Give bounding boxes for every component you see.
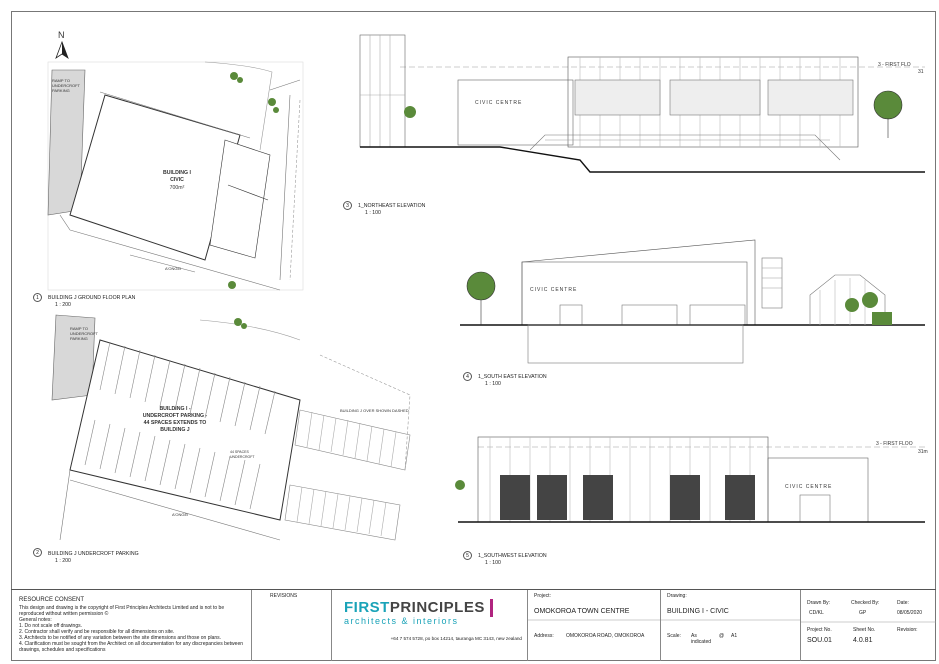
drawing-name: BUILDING I - CIVIC (667, 608, 729, 615)
level-label-ne: 3 - FIRST FLO (878, 62, 911, 68)
consent-cell: RESOURCE CONSENT This design and drawing… (11, 590, 251, 661)
scale-value: As indicated (691, 633, 712, 645)
logo-first: FIRST (344, 599, 390, 616)
date-value: 08/05/2020 (897, 610, 923, 616)
project-cell: Project: OMOKOROA TOWN CENTRE Address: O… (527, 590, 660, 661)
plan2-overshown-label: BUILDING J OVER SHOWN DASHED (340, 408, 409, 413)
view-1-title: BUILDING J GROUND FLOOR PLAN (48, 295, 136, 301)
view-5-title: 1_SOUTHWEST ELEVATION (478, 553, 547, 559)
titleblock-grid (527, 619, 936, 623)
plan2-ramp-label: RAMP TO UNDERCROFT PARKING (70, 326, 98, 341)
view-3-title: 1_NORTHEAST ELEVATION (358, 203, 426, 209)
plan2-line2: UNDERCROFT PARKING - (142, 413, 208, 419)
elevation-southwest (455, 436, 925, 523)
elevation-southeast (460, 239, 925, 364)
size-value: A1 (731, 633, 738, 639)
view-4-title: 1_SOUTH EAST ELEVATION (478, 374, 547, 380)
checked-by-label: Checked By: (851, 600, 880, 606)
drawing-cell: Drawing: BUILDING I - CIVIC Scale: As in… (660, 590, 800, 661)
level-value-ne: 31 (918, 69, 924, 75)
project-name: OMOKOROA TOWN CENTRE (534, 608, 630, 615)
plan-ground-floor (47, 61, 304, 291)
sign-northeast: CIVIC CENTRE (475, 100, 523, 106)
contact-text: +64 7 574 5728, po box 14214, tauranga M… (390, 636, 522, 641)
plan2-road-label: A'ONGEI (172, 512, 189, 517)
level-label-sw: 3 - FIRST FLOO (876, 441, 913, 447)
scale-label: Scale: (667, 633, 681, 639)
plan-undercroft (51, 314, 411, 541)
view-2-title: BUILDING J UNDERCROFT PARKING (48, 551, 139, 557)
revisions-cell: REVISIONS (251, 590, 331, 661)
drawing-sheet (11, 11, 936, 661)
plan1-use-label: CIVIC (170, 177, 184, 183)
drawing-label: Drawing: (667, 593, 687, 599)
drawn-by-label: Drawn By: (807, 600, 831, 606)
view-5-scale: 1 : 100 (485, 560, 501, 566)
logo-bar (490, 599, 493, 617)
plan1-building-label: BUILDING I (163, 170, 191, 176)
revisions-heading: REVISIONS (270, 593, 298, 599)
view-3-marker: 3 (343, 201, 352, 210)
revision-label: Revision: (897, 627, 918, 633)
note-2: 2. Contractor shall verify and be respon… (19, 629, 175, 635)
notes-title: General notes: (19, 617, 52, 623)
project-no-label: Project No. (807, 627, 832, 633)
north-arrow-icon (55, 40, 69, 60)
plan1-ramp-label: RAMP TO UNDERCROFT PARKING (52, 78, 80, 93)
north-letter: N (58, 30, 65, 40)
address-value: OMOKOROA ROAD, OMOKOROA (566, 633, 645, 639)
logo-cell: FIRSTPRINCIPLES architects & interiors +… (331, 590, 527, 661)
sign-southwest: CIVIC CENTRE (785, 484, 833, 490)
view-1-scale: 1 : 200 (55, 302, 71, 308)
meta-cell: Drawn By: CD/KL Checked By: GP Date: 08/… (800, 590, 936, 661)
sign-southeast: CIVIC CENTRE (530, 287, 578, 293)
plan1-road-label: A'ONGEI (165, 266, 182, 271)
view-3-scale: 1 : 100 (365, 210, 381, 216)
project-label: Project: (534, 593, 551, 599)
checked-by-value: GP (859, 610, 867, 616)
note-4: 4. Clarification must be sought from the… (19, 641, 244, 653)
plan1-area-label: 700m² (169, 185, 185, 191)
logo: FIRSTPRINCIPLES (344, 599, 485, 616)
copyright-text: This design and drawing is the copyright… (19, 605, 225, 617)
elevation-northeast (359, 34, 925, 173)
drawn-by-value: CD/KL (809, 610, 824, 616)
sheet-no-label: Sheet No. (853, 627, 876, 633)
view-2-scale: 1 : 200 (55, 558, 71, 564)
view-4-marker: 4 (463, 372, 472, 381)
level-value-sw: 31m (918, 449, 928, 455)
view-5-marker: 5 (463, 551, 472, 560)
plan2-line4: BUILDING J (160, 427, 190, 433)
logo-principles: PRINCIPLES (389, 599, 485, 616)
sheet-no-value: 4.0.81 (853, 637, 873, 644)
note-1: 1. Do not scale off drawings. (19, 623, 82, 629)
view-1-marker: 1 (33, 293, 42, 302)
address-label: Address: (534, 633, 554, 639)
size-at: @ (719, 633, 725, 639)
view-2-marker: 2 (33, 548, 42, 557)
plan2-spaces-label: 44 SPACES UNDERCROFT (230, 450, 255, 459)
note-3: 3. Architects to be notified of any vari… (19, 635, 222, 641)
plan2-line3: 44 SPACES EXTENDS TO (143, 420, 207, 426)
date-label: Date: (897, 600, 909, 606)
project-no-value: SOU.01 (807, 637, 832, 644)
view-4-scale: 1 : 100 (485, 381, 501, 387)
logo-subtitle: architects & interiors (344, 616, 459, 626)
consent-heading: RESOURCE CONSENT (19, 597, 85, 603)
plan2-building-label: BUILDING I - (159, 406, 191, 412)
title-block: RESOURCE CONSENT This design and drawing… (11, 589, 936, 661)
